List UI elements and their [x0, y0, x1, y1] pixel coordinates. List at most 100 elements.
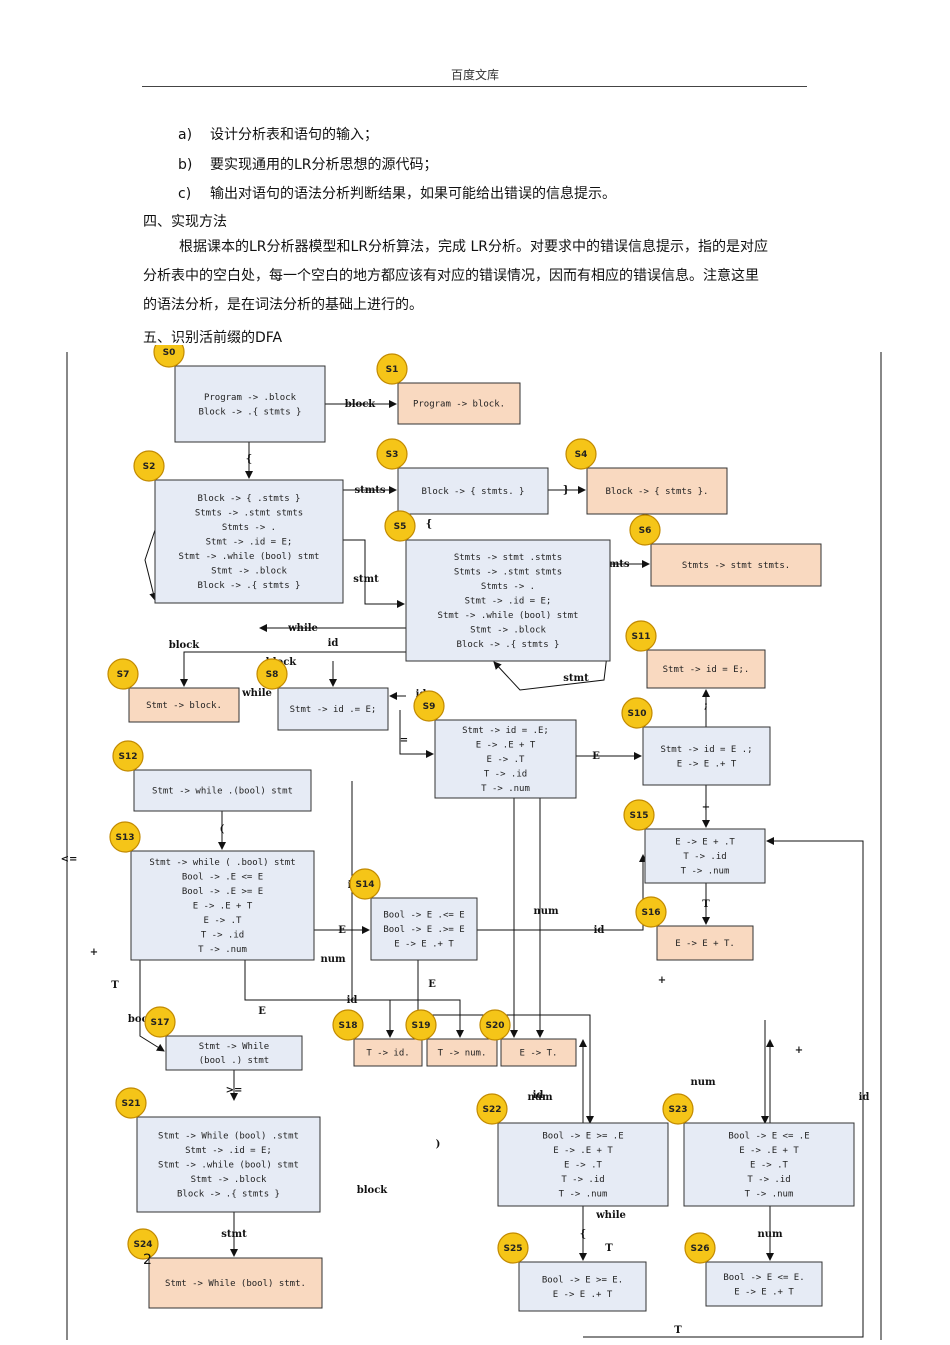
edge-label: {	[246, 454, 252, 465]
edge-label: T	[702, 899, 710, 910]
state-box	[426, 1038, 498, 1067]
edge-label: bool	[128, 1014, 152, 1025]
edge-label: stmts	[598, 559, 629, 570]
state-box	[434, 719, 577, 799]
state-badge	[405, 1009, 437, 1041]
state-id: S16	[641, 908, 660, 918]
edge-label: stmt	[221, 1229, 247, 1240]
state-item: Program -> .block	[204, 393, 297, 403]
list-marker: a)	[178, 127, 193, 143]
state-item: Bool -> E .>= E	[383, 925, 464, 935]
state-id: S5	[394, 522, 407, 532]
dfa-state-s7: Stmt -> block.S7	[107, 658, 240, 723]
state-item: Stmts -> .	[222, 523, 276, 533]
state-id: S2	[143, 462, 156, 472]
dfa-state-s24: Stmt -> While (bool) stmt.S24	[127, 1228, 323, 1309]
state-badge	[115, 1087, 147, 1119]
state-badge	[109, 821, 141, 853]
list-marker: b)	[178, 157, 193, 173]
edge-label: block	[357, 1185, 389, 1196]
state-item: T -> .id	[683, 852, 726, 862]
transition-edge	[244, 960, 394, 1038]
state-item: E -> E .+ T	[677, 759, 737, 769]
state-badge	[153, 345, 185, 368]
state-badge	[476, 1093, 508, 1125]
requirement-item: c)输出对语句的语法分析判断结果，如果可能给出错误的信息提示。	[178, 183, 616, 203]
state-item: Stmt -> .while (bool) stmt	[158, 1161, 299, 1171]
state-box	[705, 1261, 823, 1307]
state-item: Stmt -> .id = E;	[206, 538, 293, 548]
state-item: Stmts -> .stmt stmts	[195, 509, 303, 519]
state-id: S14	[355, 880, 374, 890]
state-box	[405, 539, 611, 662]
state-id: S22	[482, 1105, 501, 1115]
edge-label: E	[338, 925, 346, 936]
state-item: E -> .E + T	[476, 741, 536, 751]
state-item: E -> .T	[564, 1161, 603, 1171]
state-item: Stmt -> .block	[191, 1175, 267, 1185]
paragraph-line: 根据课本的LR分析器模型和LR分析算法，完成 LR分析。对要求中的错误信息提示，…	[179, 239, 769, 255]
edge-label: E	[258, 1006, 266, 1017]
state-badge	[623, 799, 655, 831]
edge-label: id	[594, 925, 605, 936]
dfa-state-s1: Program -> block.S1	[376, 353, 521, 425]
paragraph-line: 的语法分析，是在词法分析的基础上进行的。	[143, 297, 423, 313]
edge-label: (	[220, 824, 225, 835]
state-badge	[384, 510, 416, 542]
state-item: T -> .num	[745, 1190, 794, 1200]
state-badge	[127, 1228, 159, 1260]
state-id: S4	[575, 450, 588, 460]
edge-label: ;	[704, 700, 708, 711]
state-badge	[662, 1093, 694, 1125]
page-header: 百度文库	[450, 68, 499, 82]
state-badge	[376, 353, 408, 385]
dfa-state-s2: Block -> { .stmts }Stmts -> .stmt stmtsS…	[133, 450, 344, 604]
state-item: Bool -> .E >= E	[182, 887, 263, 897]
dfa-state-s8: Stmt -> id .= E;S8	[256, 658, 389, 731]
state-item: Stmt -> id .= E;	[290, 705, 377, 715]
state-badge	[349, 868, 381, 900]
state-item: T -> num.	[438, 1049, 487, 1059]
edge-label: num	[690, 1077, 716, 1088]
state-badge	[684, 1232, 716, 1264]
state-item: Bool -> E <= E.	[723, 1273, 804, 1283]
paragraph-line: 分析表中的空白处，每一个空白的地方都应该有对应的错误情况，因而有相应的错误信息。…	[143, 268, 759, 284]
state-id: S23	[668, 1105, 687, 1115]
edge-label: num	[527, 1092, 553, 1103]
state-item: Stmt -> block.	[146, 701, 222, 711]
state-id: S12	[118, 752, 137, 762]
state-badge	[629, 514, 661, 546]
section-heading: 四、实现方法	[143, 214, 227, 230]
state-box	[154, 479, 344, 604]
list-marker: c)	[178, 186, 192, 202]
state-badge	[376, 438, 408, 470]
state-item: T -> .id	[747, 1175, 790, 1185]
state-item: E -> T.	[520, 1049, 558, 1059]
transition-edge	[477, 854, 647, 931]
page-number: 2	[143, 1252, 152, 1268]
state-badge	[133, 450, 165, 482]
state-box	[586, 467, 728, 515]
state-item: E -> .E + T	[193, 902, 253, 912]
state-item: Stmt -> .block	[470, 626, 546, 636]
transition-edge	[180, 651, 406, 687]
state-badge	[256, 658, 288, 690]
transition-edge	[399, 710, 434, 758]
state-item: E -> .E + T	[739, 1146, 799, 1156]
state-item: T -> .num	[198, 945, 247, 955]
state-item: Block -> { .stmts }	[198, 494, 301, 504]
state-id: S26	[690, 1244, 709, 1254]
state-item: E -> E + T.	[675, 939, 735, 949]
state-box	[136, 1116, 321, 1213]
state-id: S6	[639, 526, 652, 536]
state-badge	[635, 896, 667, 928]
state-badge	[332, 1009, 364, 1041]
edge-label: num	[757, 1229, 783, 1240]
edge-label: T	[111, 980, 119, 991]
state-badge	[144, 1006, 176, 1038]
